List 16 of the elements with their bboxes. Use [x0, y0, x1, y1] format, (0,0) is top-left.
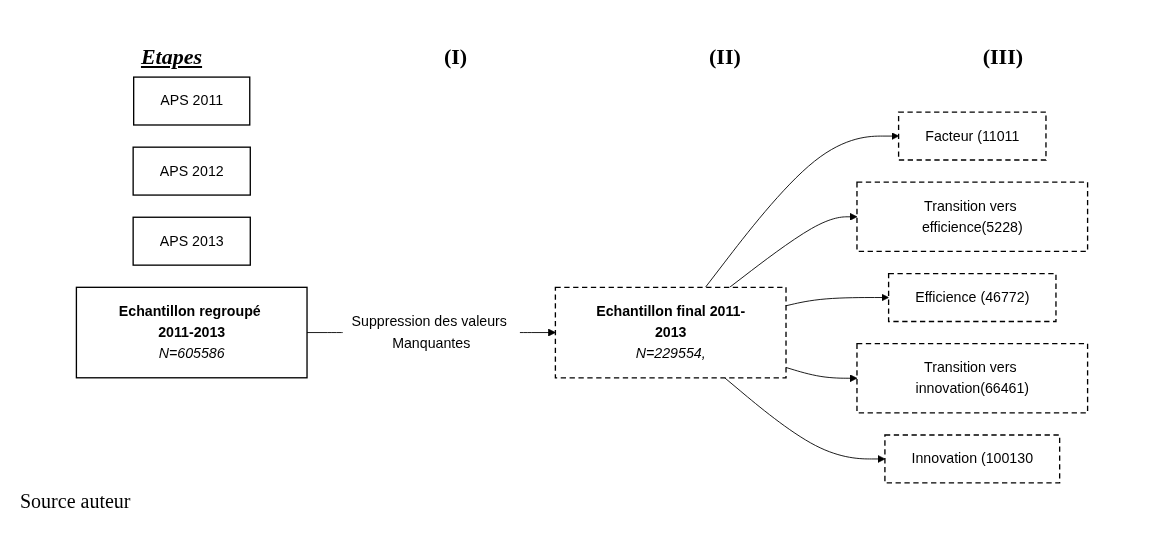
node-box: APS 2011: [133, 76, 251, 126]
stage-label: (II): [709, 44, 741, 70]
node-box: Facteur (11011: [897, 111, 1047, 161]
stage-label: (III): [982, 44, 1024, 70]
edge-label: Suppression des valeurs Manquantes: [351, 313, 507, 351]
node-box: Innovation (100130: [884, 434, 1061, 484]
source-note: Source auteur: [20, 490, 132, 513]
node-box: Echantillon regroupé 2011-2013 N=605586: [75, 286, 308, 379]
node-box: Transition vers efficience(5228): [856, 181, 1089, 253]
node-box: Efficience (46772): [887, 272, 1057, 323]
node-box: Transition vers innovation(66461): [856, 342, 1089, 414]
node-box: Echantillon final 2011-2013 N=229554,: [554, 286, 787, 379]
heading: Etapes: [140, 44, 203, 70]
node-box: APS 2012: [132, 146, 251, 196]
stage-label: (I): [443, 44, 468, 70]
node-box: APS 2013: [132, 216, 251, 266]
